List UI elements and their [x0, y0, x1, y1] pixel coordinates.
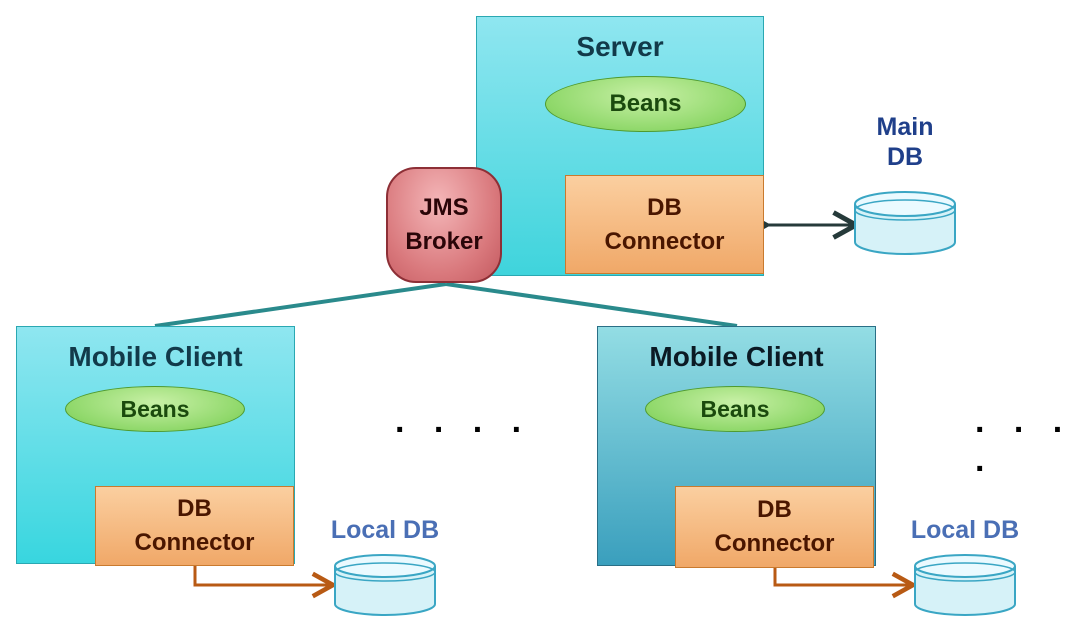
- client-b-beans: Beans: [645, 386, 825, 432]
- jms-line1: JMS: [419, 194, 469, 221]
- client-b-connector-line1: DB: [757, 496, 792, 523]
- jms-line2: Broker: [405, 228, 483, 255]
- jms-broker: JMS Broker: [386, 167, 502, 283]
- client-a-connector-line2: Connector: [134, 529, 255, 556]
- client-a-db-connector: DB Connector: [95, 486, 294, 566]
- client-a-connector-line1: DB: [177, 495, 212, 522]
- client-b-db-connector: DB Connector: [675, 486, 874, 568]
- client-a-beans: Beans: [65, 386, 245, 432]
- link-broker-client-b: [445, 282, 738, 328]
- client-a-local-db-label: Local DB: [330, 516, 440, 544]
- ellipsis-right: . . . .: [975, 402, 1073, 479]
- server-connector-line1: DB: [647, 193, 682, 221]
- main-db-label-line2: DB: [886, 143, 924, 171]
- client-b-connector-line2: Connector: [714, 530, 835, 557]
- server-db-connector: DB Connector: [565, 175, 764, 274]
- link-broker-client-a: [154, 282, 447, 328]
- client-a-title: Mobile Client: [68, 341, 243, 372]
- client-b-local-db-label: Local DB: [910, 516, 1020, 544]
- main-db-label: Main DB: [860, 112, 950, 172]
- arrow-connector-localdb-b: [773, 568, 913, 585]
- server-beans: Beans: [545, 76, 746, 132]
- server-title: Server: [576, 31, 664, 62]
- server-connector-line2: Connector: [604, 227, 725, 255]
- arrow-connector-localdb-a: [193, 566, 333, 585]
- ellipsis-middle: . . . .: [395, 402, 532, 440]
- client-b-title: Mobile Client: [649, 341, 824, 372]
- main-db-label-line1: Main: [876, 113, 934, 141]
